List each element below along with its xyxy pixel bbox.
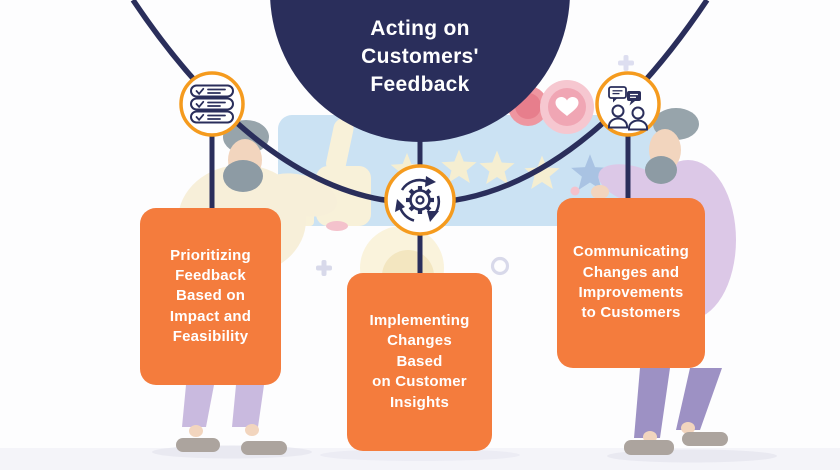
heart-badge-icon <box>540 80 594 134</box>
title-circle <box>270 0 570 142</box>
pink-dot <box>326 221 348 231</box>
center-box-shadow <box>320 449 520 461</box>
left-person-shadow <box>152 445 312 459</box>
plus-decoration <box>316 260 332 276</box>
star-icon <box>571 154 609 191</box>
checklist-icon <box>179 71 245 137</box>
page-title: Acting on Customers' Feedback <box>361 17 479 96</box>
step-label: Implementing Changes Based on Customer I… <box>369 312 470 411</box>
plus-decoration <box>618 55 634 71</box>
step-box-prioritizing-feedback: Prioritizing Feedback Based on Impact an… <box>140 208 281 385</box>
step-label: Communicating Changes and Improvements t… <box>573 243 689 322</box>
circle-decoration <box>490 256 510 276</box>
conversation-icon <box>595 71 661 137</box>
star-icon <box>441 149 477 183</box>
pink-dot <box>570 186 580 196</box>
star-icon <box>524 155 560 189</box>
step-box-implementing-changes: Implementing Changes Based on Customer I… <box>347 273 492 451</box>
step-label: Prioritizing Feedback Based on Impact an… <box>169 246 252 346</box>
step-box-communicating-changes: Communicating Changes and Improvements t… <box>557 198 705 368</box>
process-cycle-gear-icon <box>384 164 456 236</box>
star-icon <box>479 150 515 184</box>
